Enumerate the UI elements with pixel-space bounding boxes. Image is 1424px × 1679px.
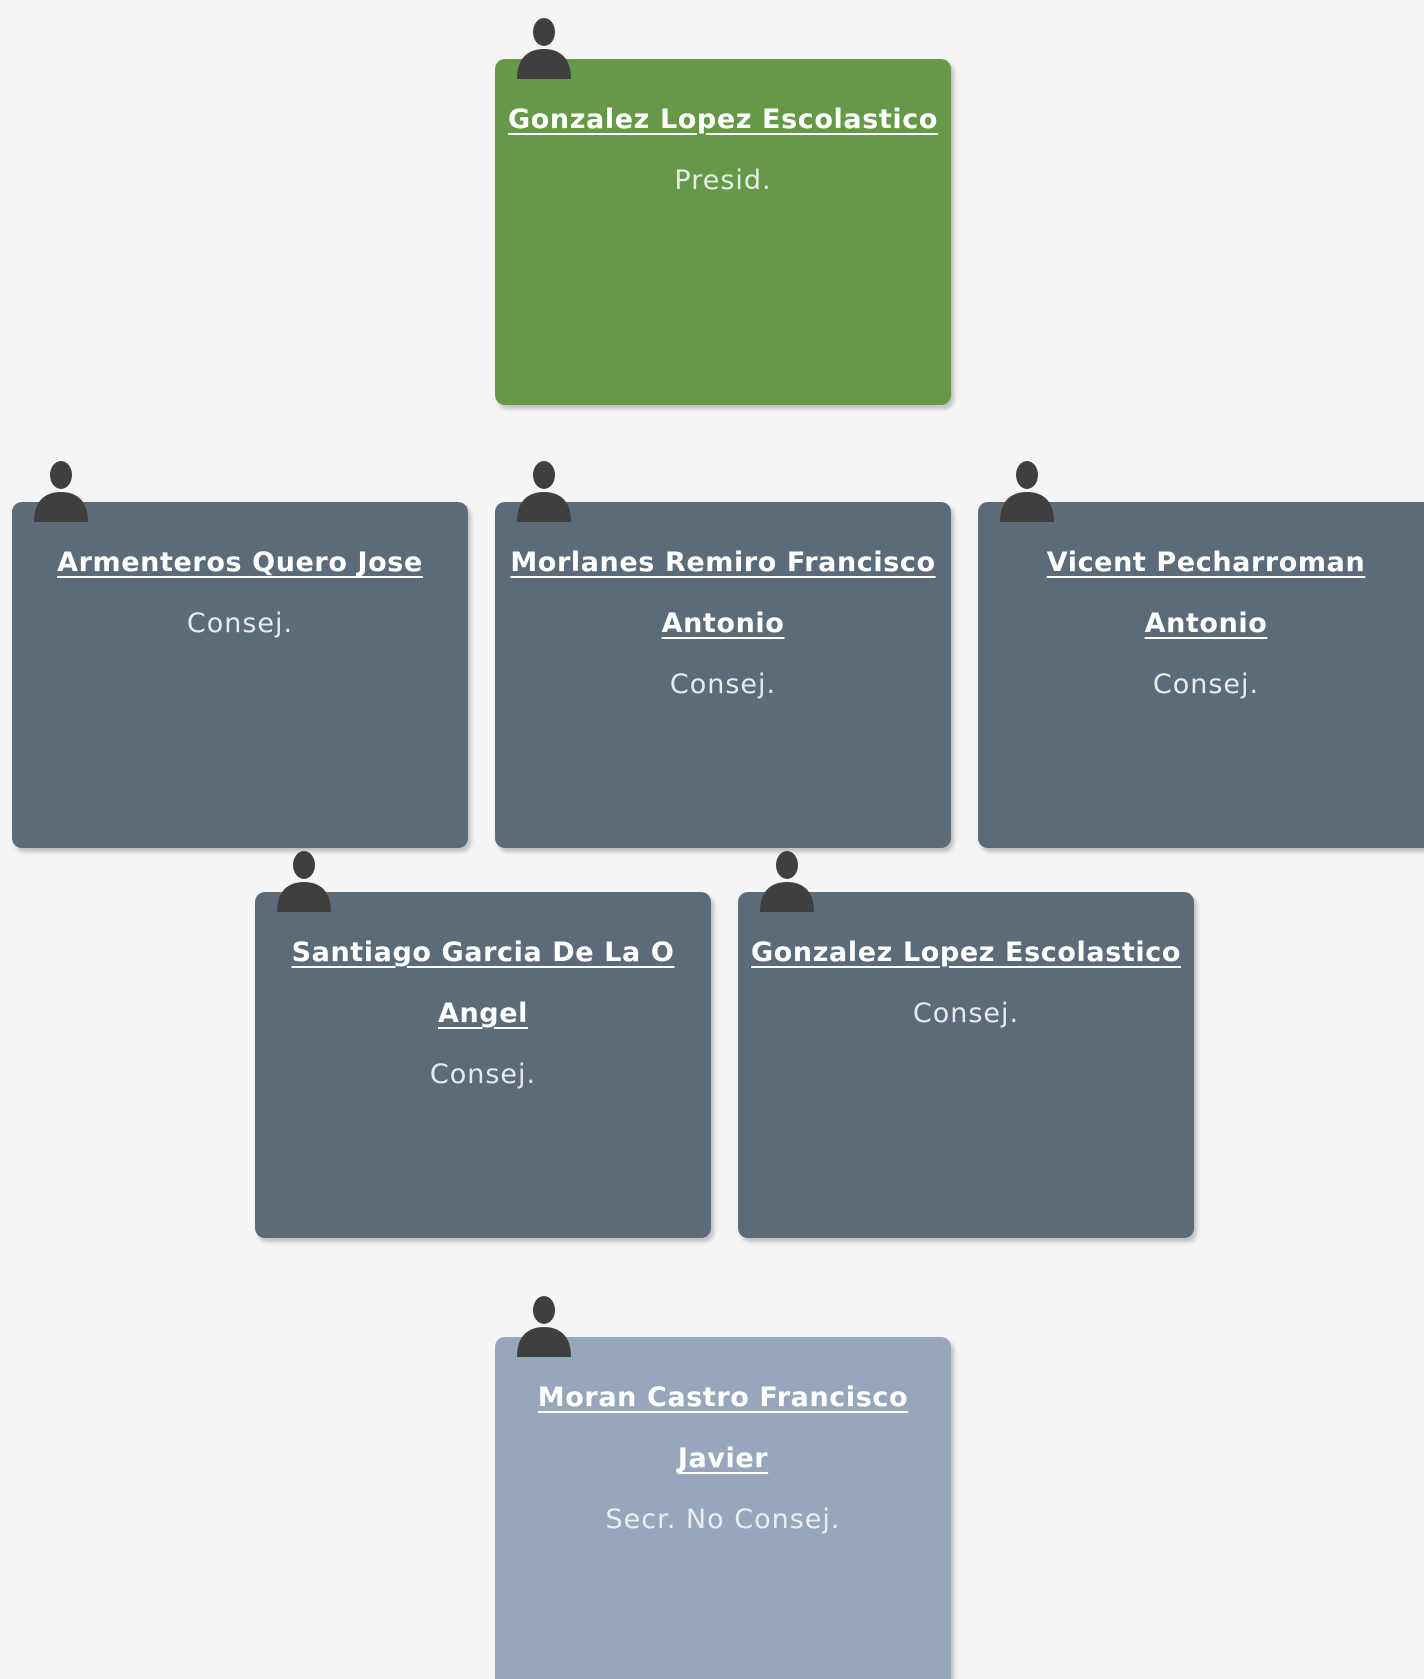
- person-icon: [1000, 461, 1054, 522]
- node-card-councillor: Santiago Garcia De La O Angel Consej.: [255, 851, 711, 1238]
- node-role: Consej.: [669, 669, 777, 700]
- person-icon: [34, 461, 88, 522]
- node-name-link[interactable]: Vicent Pecharroman Antonio: [1046, 547, 1366, 639]
- node-role: Consej.: [429, 1059, 537, 1090]
- person-icon: [517, 461, 571, 522]
- node-card-councillor: Gonzalez Lopez Escolastico Consej.: [738, 851, 1194, 1238]
- person-icon: [760, 851, 814, 912]
- node-card-president: Gonzalez Lopez Escolastico Presid.: [495, 18, 951, 405]
- node-role: Consej.: [912, 998, 1020, 1029]
- node-role: Secr. No Consej.: [605, 1504, 841, 1535]
- node-name-link[interactable]: Gonzalez Lopez Escolastico: [751, 937, 1181, 968]
- node-role: Presid.: [674, 165, 772, 196]
- node-role: Consej.: [1152, 669, 1260, 700]
- person-icon: [517, 18, 571, 79]
- node-name-link[interactable]: Moran Castro Francisco Javier: [537, 1382, 909, 1474]
- person-icon: [277, 851, 331, 912]
- node-name-link[interactable]: Armenteros Quero Jose: [57, 547, 423, 578]
- node-card-councillor: Vicent Pecharroman Antonio Consej.: [978, 461, 1424, 848]
- node-role: Consej.: [186, 608, 294, 639]
- node-name-link[interactable]: Gonzalez Lopez Escolastico: [508, 104, 938, 135]
- node-name-link[interactable]: Santiago Garcia De La O Angel: [291, 937, 675, 1029]
- person-icon: [517, 1296, 571, 1357]
- node-name-link[interactable]: Morlanes Remiro Francisco Antonio: [510, 547, 936, 639]
- node-card-councillor: Morlanes Remiro Francisco Antonio Consej…: [495, 461, 951, 848]
- node-card-councillor: Armenteros Quero Jose Consej.: [12, 461, 468, 848]
- node-card-secretary: Moran Castro Francisco Javier Secr. No C…: [495, 1296, 951, 1679]
